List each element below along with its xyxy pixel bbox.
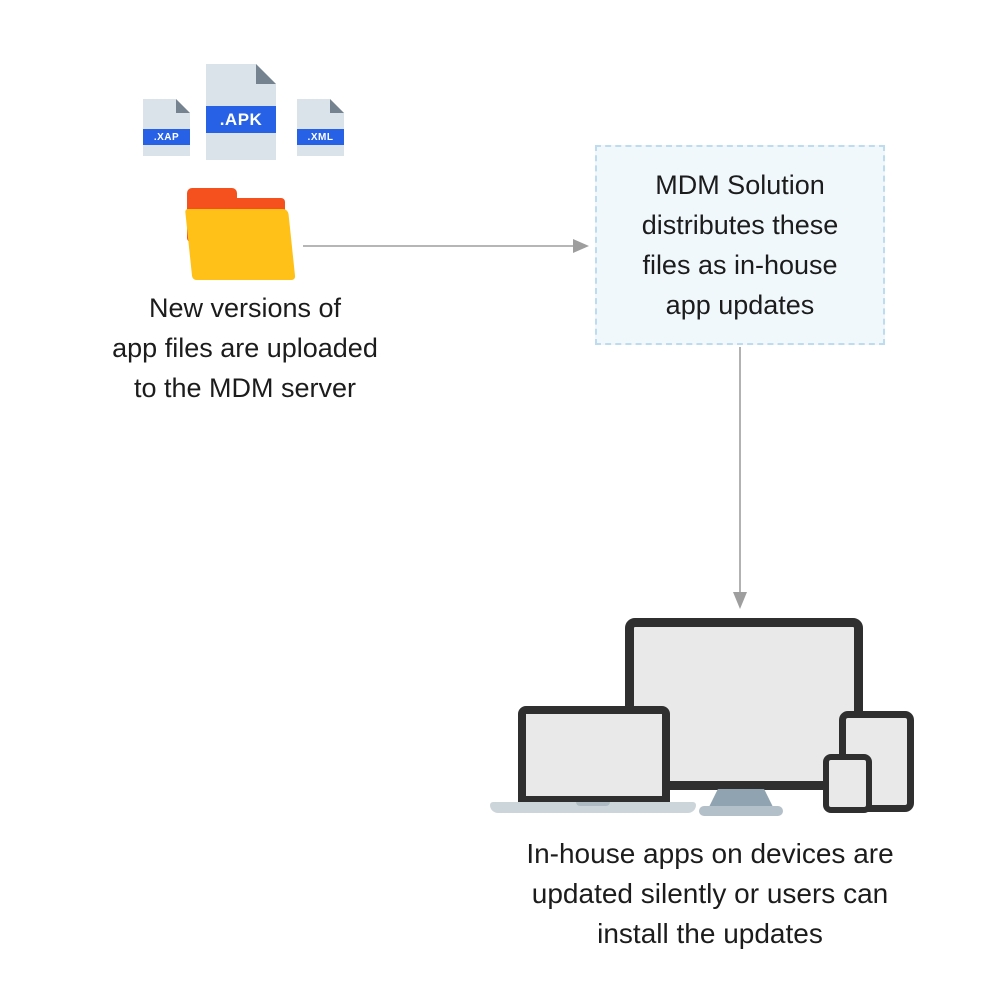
phone-icon: [823, 754, 872, 813]
apk-file-fold: [256, 64, 276, 84]
xap-file-fold: [176, 99, 190, 113]
xml-file-icon: .XML: [297, 99, 344, 156]
apk-file-icon: .APK: [206, 64, 276, 160]
upload-caption: New versions of app files are uploaded t…: [112, 293, 378, 403]
xml-file-fold: [330, 99, 344, 113]
apk-file-label: .APK: [206, 106, 276, 133]
devices-caption: In-house apps on devices are updated sil…: [526, 838, 894, 949]
folder-icon: [185, 188, 296, 280]
arrow-right-icon: [303, 239, 589, 253]
xap-file-icon: .XAP: [143, 99, 190, 156]
laptop-base: [490, 802, 696, 813]
mdm-solution-box: MDM Solution distributes these files as …: [595, 145, 885, 345]
xap-file-label: .XAP: [143, 129, 190, 145]
laptop-notch: [576, 802, 610, 806]
folder-front: [185, 209, 296, 280]
monitor-stand-base: [699, 806, 783, 816]
arrow-down-icon: [733, 347, 747, 609]
xml-file-label: .XML: [297, 129, 344, 145]
monitor-stand-neck: [708, 789, 774, 809]
laptop-icon: [518, 706, 670, 804]
